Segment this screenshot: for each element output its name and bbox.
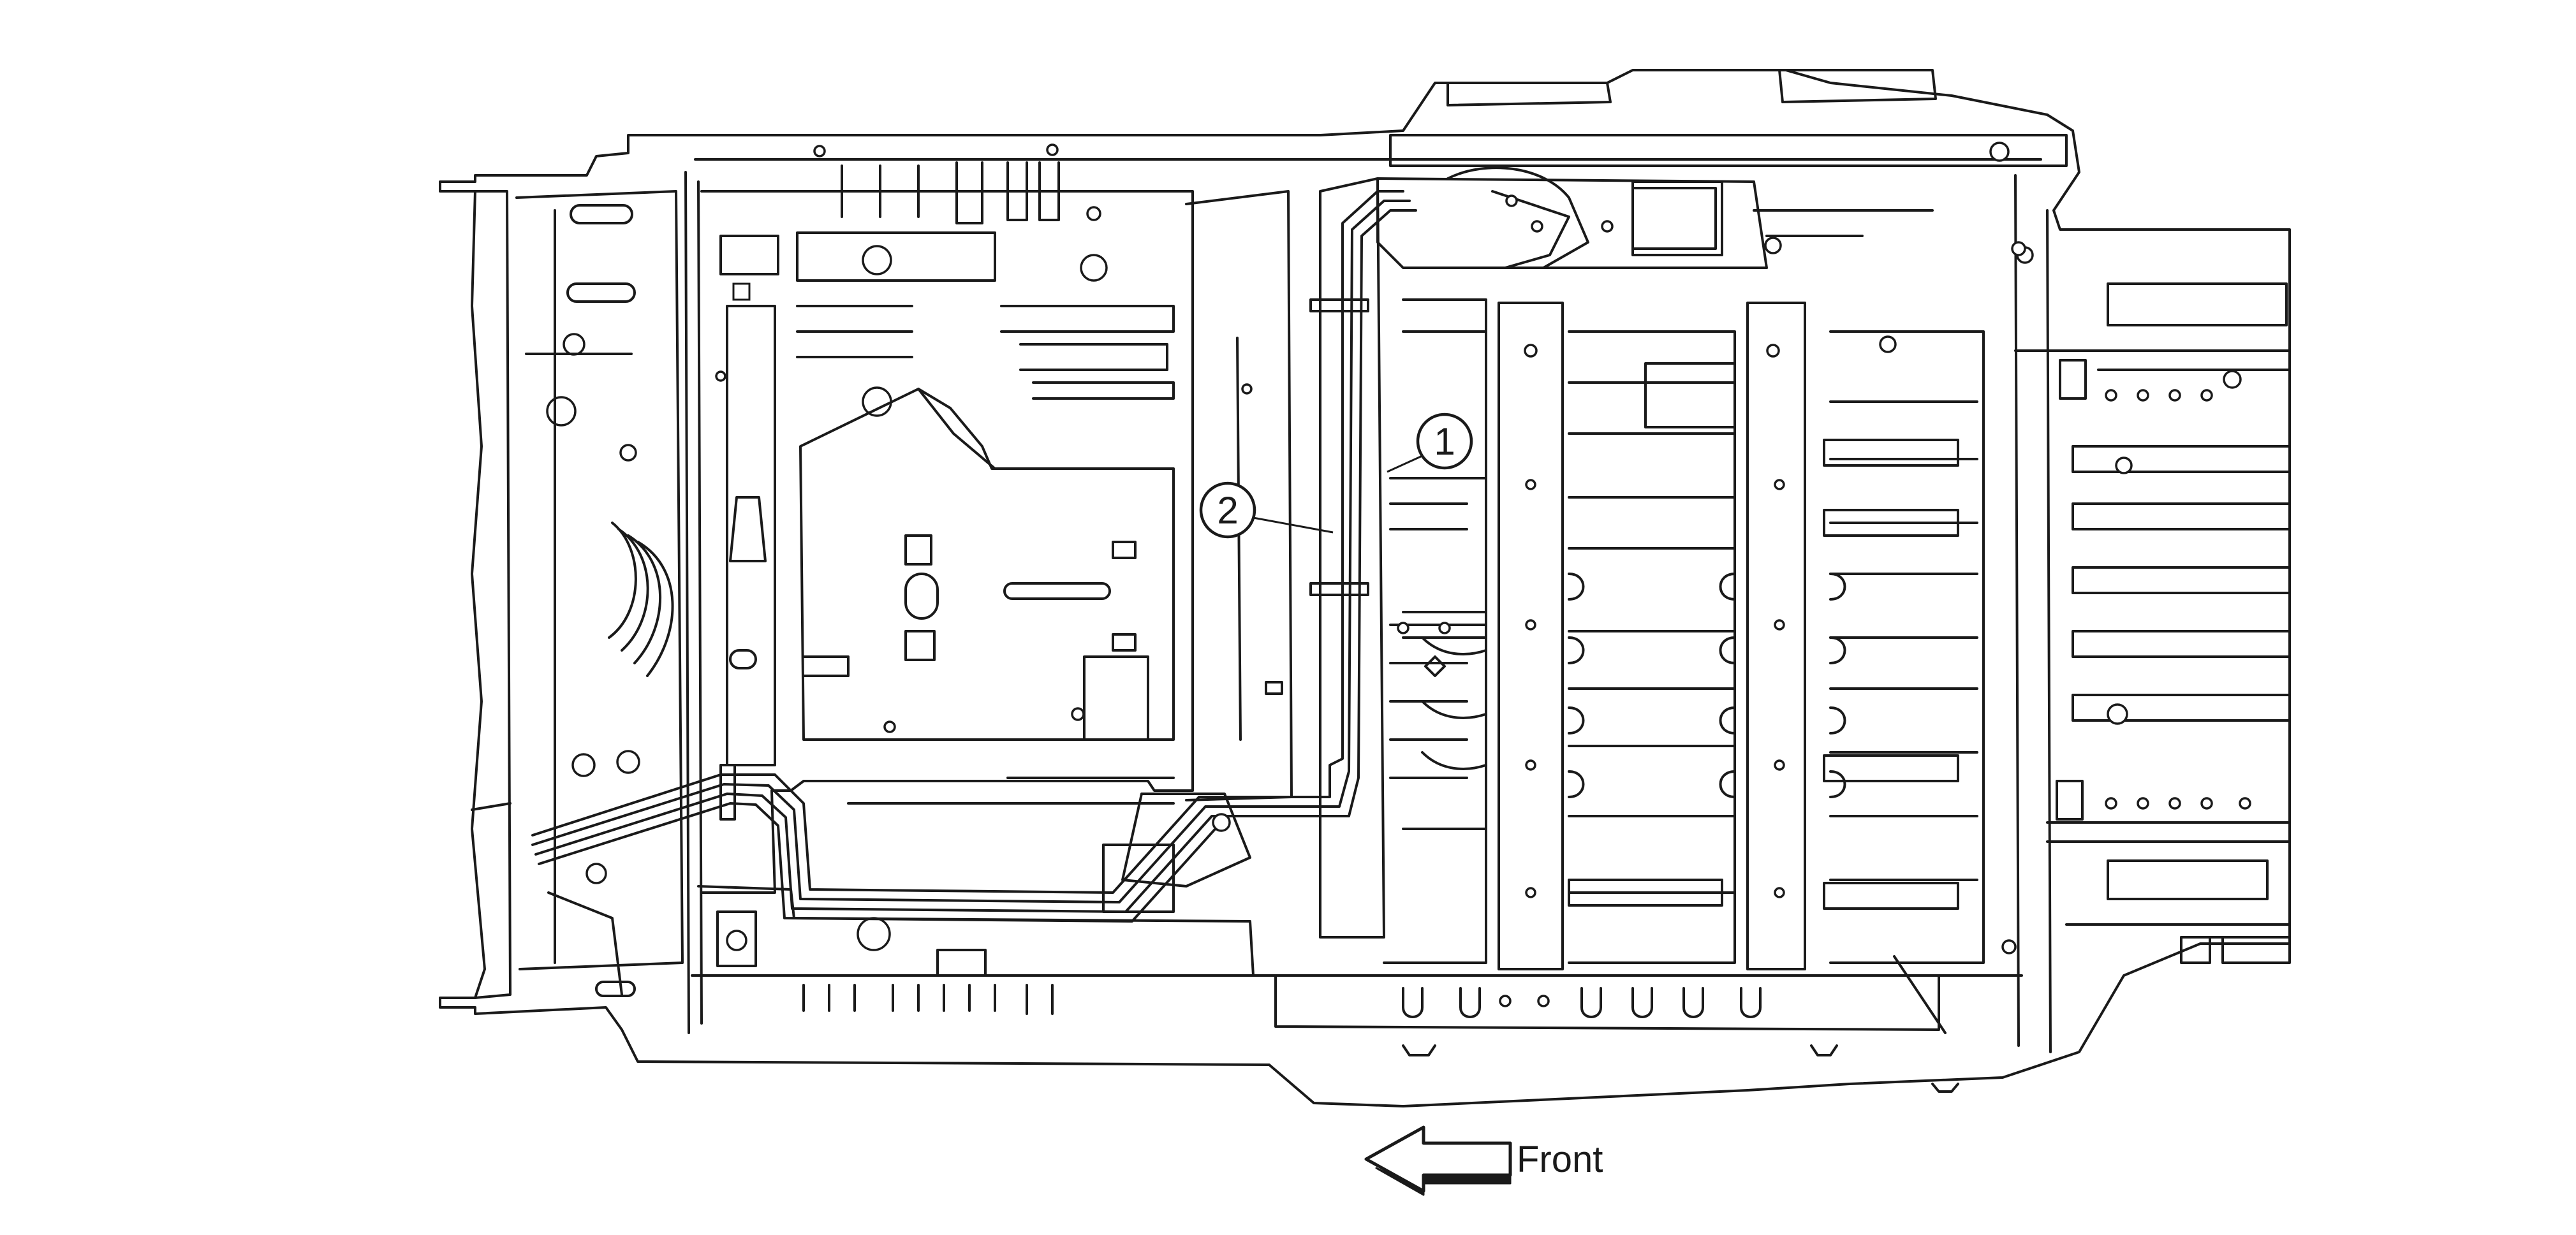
side-brackets — [1389, 477, 1487, 779]
callout-1-leader — [1387, 455, 1423, 473]
front-frame-section — [1185, 177, 1487, 964]
front-direction-indicator: Front — [1364, 1125, 1603, 1196]
front-lower-rail — [1274, 955, 1959, 1093]
callout-2-leader — [1253, 516, 1334, 534]
callout-1: 1 — [1387, 413, 1473, 473]
brake-tube-routing — [531, 190, 1417, 923]
callout-2-circle — [1199, 481, 1256, 539]
upper-brake-assembly — [1376, 69, 2068, 269]
rear-section — [471, 190, 684, 997]
floor-crossmembers — [1498, 302, 1985, 970]
lower-left-tray — [697, 777, 1255, 1015]
top-rear-details — [813, 143, 1101, 224]
front-label: Front — [1517, 1139, 1603, 1180]
callout-1-circle — [1416, 413, 1473, 470]
front-section — [2001, 241, 2291, 964]
callout-1-label: 1 — [1434, 420, 1455, 463]
rear-crossmember — [700, 190, 1194, 894]
callout-2: 2 — [1199, 481, 1334, 539]
callout-2-label: 2 — [1217, 489, 1238, 532]
